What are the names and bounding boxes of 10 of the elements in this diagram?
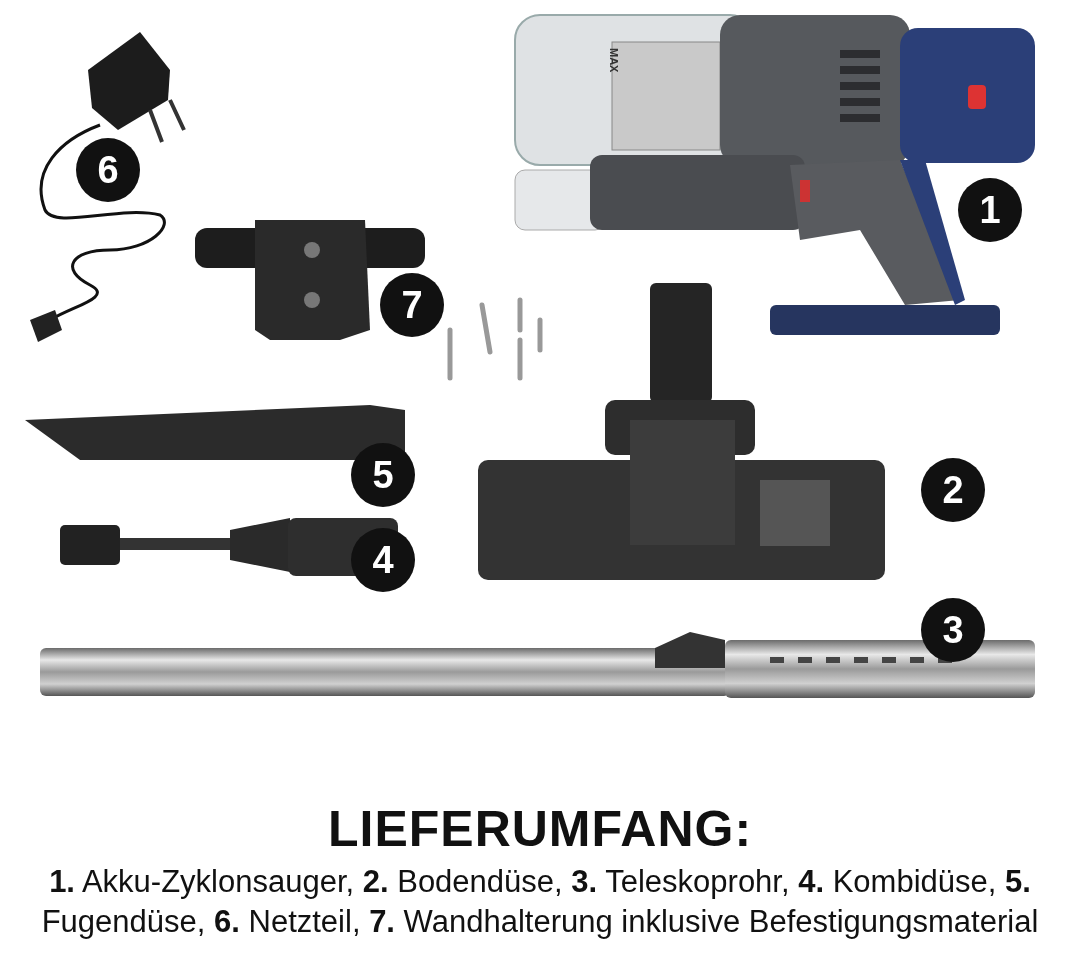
caption: 1. Akku-Zyklonsauger, 2. Bodendüse, 3. Teleskoprohr, 4. Kombidüse, 5. Fugendüse, 6. Netzteil, 7. Wandhalterung inklusive Befestigungsmaterial — [40, 863, 1040, 941]
callout-number: 6 — [76, 138, 140, 202]
printed-marking: MAX — [608, 48, 620, 73]
callout-number: 1 — [958, 178, 1022, 242]
title: LIEFERUMFANG: — [326, 800, 754, 858]
callout-number: 7 — [380, 273, 444, 337]
callout-number: 5 — [351, 443, 415, 507]
callout-number: 4 — [351, 528, 415, 592]
callout-number: 2 — [921, 458, 985, 522]
callout-number: 3 — [921, 598, 985, 662]
